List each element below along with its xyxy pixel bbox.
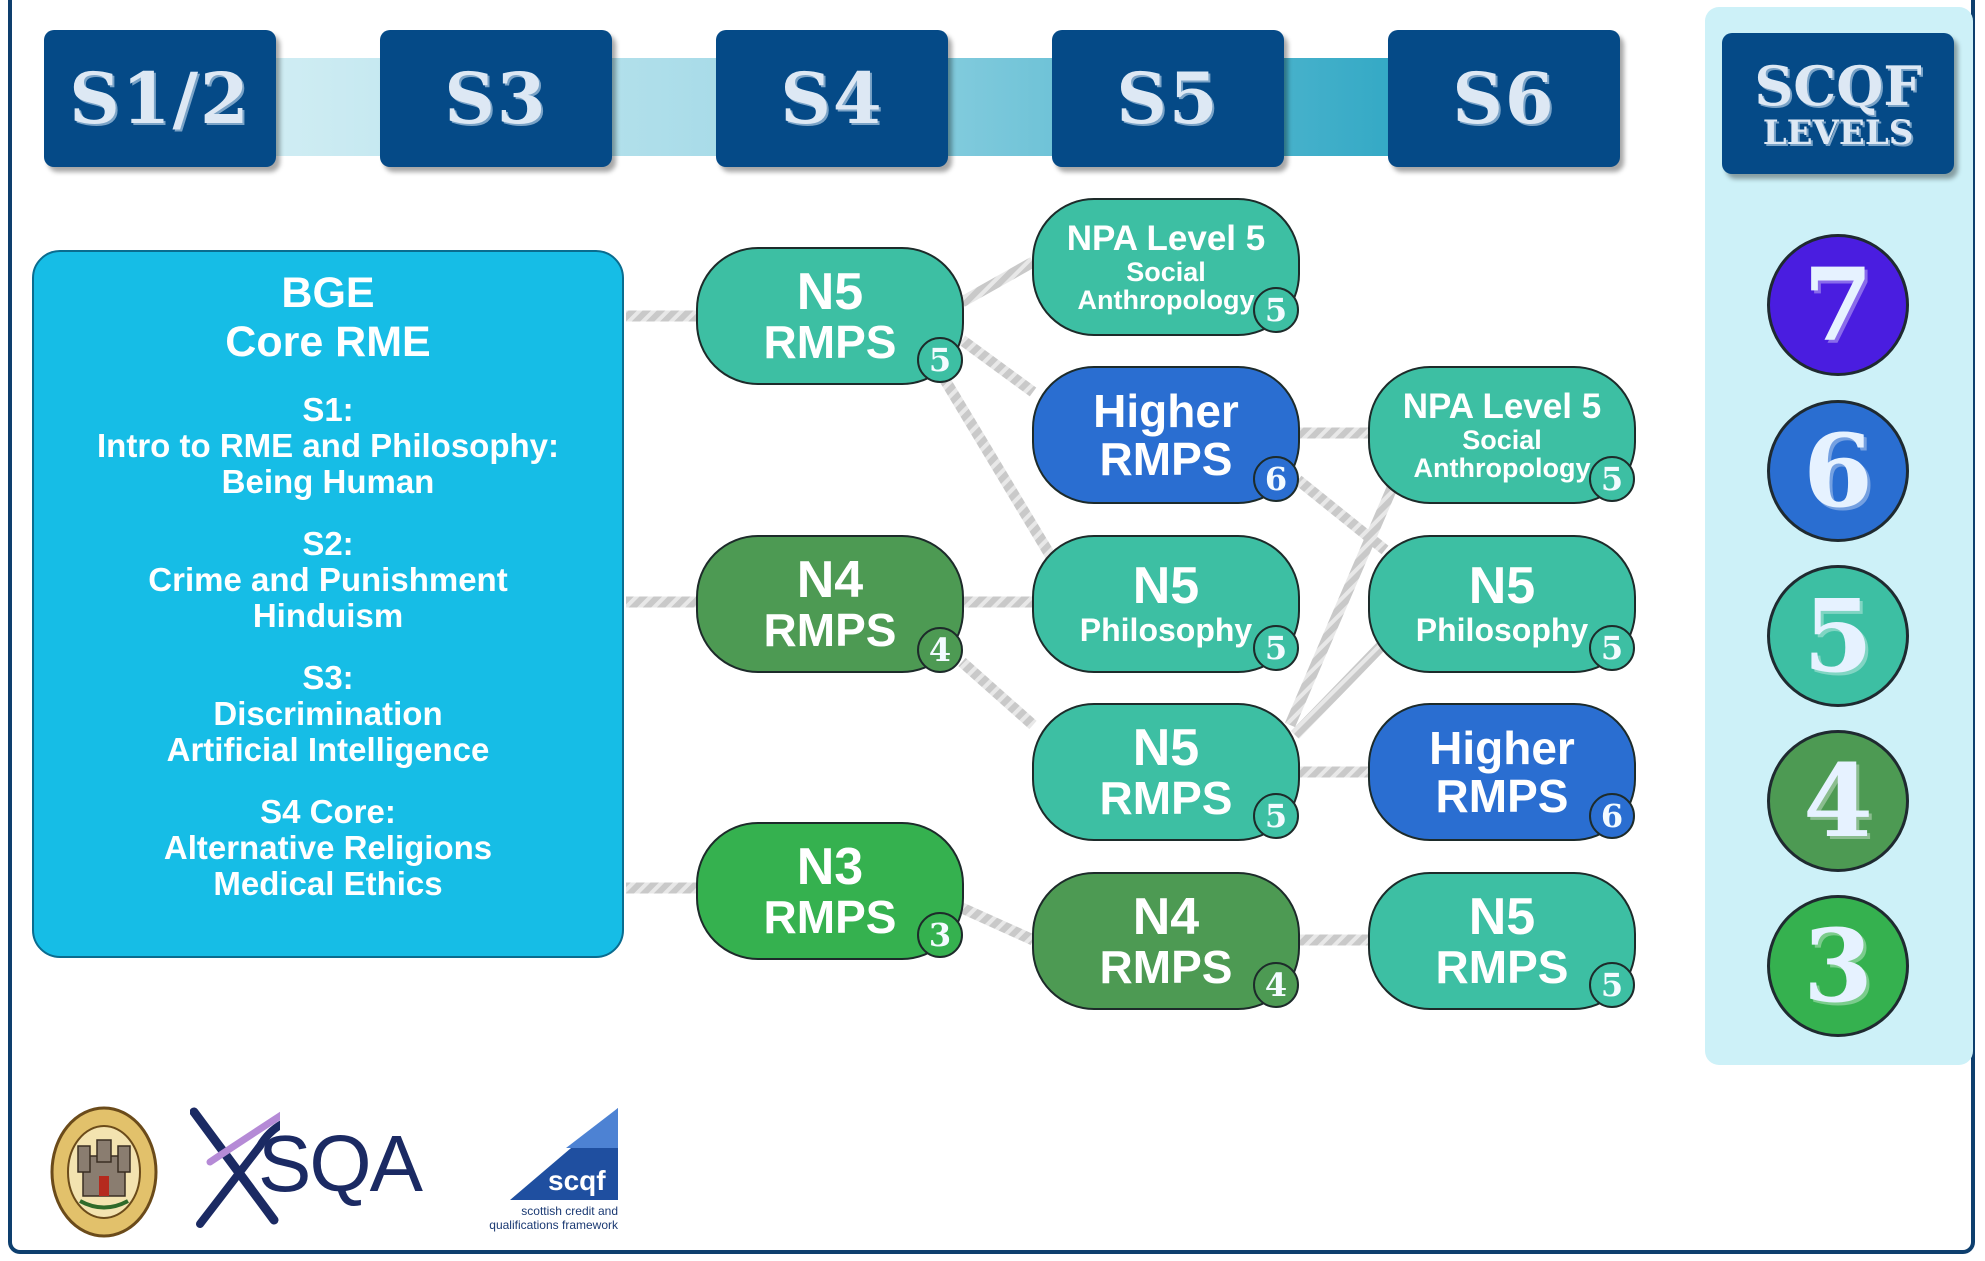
course-level-name: Higher — [1429, 722, 1575, 774]
course-level-name: NPA Level 5 — [1402, 387, 1602, 426]
scqf-level-5: 5 — [1767, 565, 1909, 707]
course-level-name: N3 — [796, 838, 864, 896]
scqf-badge-5: 5 — [1589, 962, 1635, 1008]
scqf-badge-5: 5 — [917, 337, 963, 383]
scqf-caption-line: scottish credit and — [521, 1204, 618, 1218]
scqf-badge-5: 5 — [1253, 287, 1299, 333]
scqf-badge-5: 5 — [1253, 625, 1299, 671]
scqf-header-line2: LEVELS — [1762, 112, 1914, 153]
bge-group-s4: S4 Core: Alternative Religions Medical E… — [34, 794, 622, 902]
course-level-name: N4 — [1132, 888, 1200, 946]
scqf-badge-4: 4 — [1253, 962, 1299, 1008]
connector-n5-npa — [959, 257, 1036, 307]
bge-group-heading: S3: — [302, 659, 354, 696]
bge-group-line: Being Human — [221, 463, 435, 500]
scqf-level-7: 7 — [1767, 234, 1909, 376]
course-s5-n5-philosophy: N5 Philosophy — [1032, 535, 1300, 673]
course-s5-n4-rmps: N4 RMPS — [1032, 872, 1300, 1010]
sqa-logo-icon — [190, 1107, 280, 1228]
bge-group-line: Discrimination — [213, 695, 443, 732]
bge-group-line: Hinduism — [252, 597, 404, 634]
scqf-badge-5: 5 — [1253, 793, 1299, 839]
course-subject: RMPS — [1099, 433, 1233, 485]
course-subject: RMPS — [1099, 772, 1233, 824]
course-level-name: Higher — [1093, 385, 1239, 437]
course-subject: RMPS — [763, 604, 897, 656]
course-level-name: N5 — [1468, 888, 1536, 946]
connector-n5rmps-n5-philosophy — [1291, 638, 1389, 739]
sqa-logo-text: SQA — [258, 1119, 423, 1208]
connector-n3-n4 — [959, 902, 1036, 946]
bge-group-heading: S1: — [302, 391, 354, 428]
course-subject: RMPS — [763, 316, 897, 368]
scqf-level-4: 4 — [1767, 730, 1909, 872]
bge-title: BGE — [281, 269, 375, 317]
course-subject: RMPS — [1435, 770, 1569, 822]
bge-group-line: Artificial Intelligence — [166, 731, 490, 768]
scqf-logo-text: scqf — [548, 1165, 606, 1196]
bge-subtitle: Core RME — [225, 318, 431, 366]
course-subject: Philosophy — [1079, 612, 1253, 648]
bge-group-s1: S1: Intro to RME and Philosophy: Being H… — [34, 392, 622, 500]
school-crest-icon — [50, 1106, 158, 1238]
course-level-name: N5 — [796, 263, 864, 321]
bge-group-s2: S2: Crime and Punishment Hinduism — [34, 526, 622, 634]
course-subject: RMPS — [1099, 941, 1233, 993]
connector-n4-n5-rmps — [958, 657, 1037, 730]
scqf-header-line1: SCQF — [1754, 53, 1922, 118]
course-subject: Anthropology — [1413, 453, 1591, 483]
scqf-badge-6: 6 — [1253, 456, 1299, 502]
bge-group-line: Crime and Punishment — [148, 561, 508, 598]
course-s6-n5-rmps: N5 RMPS — [1368, 872, 1636, 1010]
bge-group-heading: S2: — [302, 525, 354, 562]
year-header-s6: S6 — [1388, 30, 1620, 167]
connector-n5-philosophy — [940, 377, 1058, 563]
connector-n5rmps-npa — [1284, 485, 1398, 728]
course-subject: Social — [1126, 257, 1206, 287]
course-subject: Philosophy — [1415, 612, 1589, 648]
scqf-badge-4: 4 — [917, 627, 963, 673]
scqf-logo-icon — [510, 1108, 618, 1200]
year-header-s4: S4 — [716, 30, 948, 167]
course-subject: RMPS — [1435, 941, 1569, 993]
bge-group-line: Intro to RME and Philosophy: — [97, 427, 559, 464]
course-level-name: N5 — [1468, 557, 1536, 615]
scqf-badge-3: 3 — [917, 912, 963, 958]
scqf-caption-line: qualifications framework — [489, 1218, 618, 1232]
page-frame — [8, 0, 1975, 1254]
scqf-level-6: 6 — [1767, 400, 1909, 542]
scqf-level-3: 3 — [1767, 895, 1909, 1037]
year-header-s5: S5 — [1052, 30, 1284, 167]
connector-n5-higher — [958, 335, 1037, 397]
year-header-s1-2: S1/2 — [44, 30, 276, 167]
course-level-name: N4 — [796, 551, 864, 609]
course-level-name: N5 — [1132, 557, 1200, 615]
scqf-badge-5: 5 — [1589, 456, 1635, 502]
course-subject: RMPS — [763, 891, 897, 943]
course-level-name: N5 — [1132, 719, 1200, 777]
year-header-s3: S3 — [380, 30, 612, 167]
scqf-logo-caption: scottish credit and qualifications frame… — [468, 1204, 618, 1232]
bge-group-line: Alternative Religions — [163, 829, 493, 866]
bge-core-rme-box: BGE Core RME S1: Intro to RME and Philos… — [32, 250, 624, 958]
course-level-name: NPA Level 5 — [1066, 219, 1266, 258]
bge-group-line: Medical Ethics — [213, 865, 443, 902]
bge-group-s3: S3: Discrimination Artificial Intelligen… — [34, 660, 622, 768]
bge-group-heading: S4 Core: — [260, 793, 396, 830]
course-subject: Social — [1462, 425, 1542, 455]
scqf-levels-header: SCQF LEVELS — [1722, 33, 1954, 174]
scqf-badge-5: 5 — [1589, 625, 1635, 671]
scqf-badge-6: 6 — [1589, 793, 1635, 839]
course-subject: Anthropology — [1077, 285, 1255, 315]
